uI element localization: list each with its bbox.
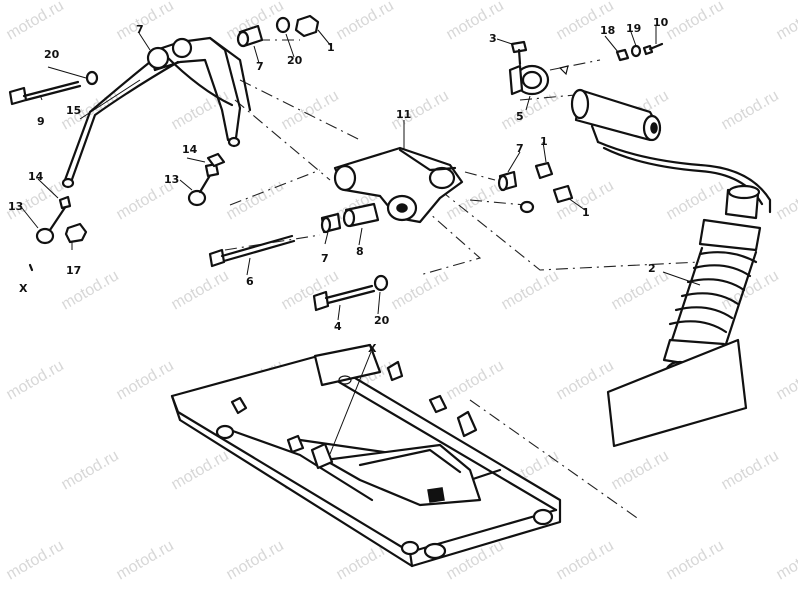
callout-1-top: 1 xyxy=(327,41,335,54)
callout-x-swingarm: X xyxy=(368,342,377,355)
callout-20-bottom: 20 xyxy=(374,314,390,327)
callout-7-top: 7 xyxy=(256,60,264,73)
callout-20-top: 20 xyxy=(287,54,303,67)
watermark-text: motod.ru xyxy=(389,267,452,313)
callout-7-left: 7 xyxy=(136,23,144,36)
watermark-text: motod.ru xyxy=(4,0,67,43)
callout-9: 9 xyxy=(37,115,45,128)
watermark-text: motod.ru xyxy=(554,357,617,403)
watermark-text: motod.ru xyxy=(169,267,232,313)
watermark-text: motod.ru xyxy=(114,537,177,583)
callout-17: 17 xyxy=(66,264,81,277)
callout-15: 15 xyxy=(66,104,81,117)
watermark-text: motod.ru xyxy=(609,447,672,493)
top-bushings xyxy=(236,14,320,48)
callout-8: 8 xyxy=(356,245,364,258)
callout-20-left: 20 xyxy=(44,48,60,61)
callout-14-left: 14 xyxy=(28,170,44,183)
top-right-hardware xyxy=(508,40,664,96)
watermark-text: motod.ru xyxy=(114,0,177,43)
callout-1-lower-right: 1 xyxy=(582,206,590,219)
callout-4: 4 xyxy=(334,320,342,333)
watermark-text: motod.ru xyxy=(719,447,782,493)
callout-6: 6 xyxy=(246,275,254,288)
callout-1-upper-right: 1 xyxy=(540,135,548,148)
callout-19: 19 xyxy=(626,22,641,35)
watermark-text: motod.ru xyxy=(774,357,798,403)
watermark-text: motod.ru xyxy=(114,357,177,403)
callout-11: 11 xyxy=(396,108,411,121)
relay-arm xyxy=(333,146,464,224)
watermark-text: motod.ru xyxy=(224,537,287,583)
middle-hardware xyxy=(208,161,574,312)
watermark-text: motod.ru xyxy=(224,177,287,223)
watermark-text: motod.ru xyxy=(499,267,562,313)
shock-reservoir xyxy=(570,88,772,214)
watermark-text: motod.ru xyxy=(774,177,798,223)
watermark-text: motod.ru xyxy=(664,0,727,43)
rod-bracket xyxy=(61,36,252,189)
callout-7-middle: 7 xyxy=(321,252,329,265)
swingarm xyxy=(170,343,562,568)
callout-14-center: 14 xyxy=(182,143,198,156)
callout-18: 18 xyxy=(600,24,615,37)
watermark-text: motod.ru xyxy=(774,0,798,43)
callout-2: 2 xyxy=(648,262,656,275)
callout-5: 5 xyxy=(516,110,524,123)
watermark-text: motod.ru xyxy=(334,0,397,43)
callout-13-left: 13 xyxy=(8,200,23,213)
watermark-text: motod.ru xyxy=(169,447,232,493)
callout-3: 3 xyxy=(489,32,497,45)
callout-7-right: 7 xyxy=(516,142,524,155)
watermark-text: motod.ru xyxy=(664,537,727,583)
callout-13-center: 13 xyxy=(164,173,179,186)
watermark-text: motod.ru xyxy=(59,447,122,493)
watermark-text: motod.ru xyxy=(554,537,617,583)
watermark-text: motod.ru xyxy=(444,0,507,43)
watermark-text: motod.ru xyxy=(4,537,67,583)
callout-x-left: X xyxy=(19,282,28,295)
warning-label-card xyxy=(606,338,748,448)
callout-10: 10 xyxy=(653,16,669,29)
watermark-text: motod.ru xyxy=(4,357,67,403)
watermark-text: motod.ru xyxy=(719,87,782,133)
watermark-text: motod.ru xyxy=(609,267,672,313)
watermark-text: motod.ru xyxy=(774,537,798,583)
watermark-text: motod.ru xyxy=(664,177,727,223)
watermark-text: motod.ru xyxy=(444,357,507,403)
watermark-text: motod.ru xyxy=(719,267,782,313)
left-hardware xyxy=(8,70,226,272)
leader-lines xyxy=(21,25,701,455)
callout-labels: 1 1 1 2 3 4 5 6 7 7 7 7 8 9 10 11 13 13 … xyxy=(8,16,669,355)
watermark-text: motod.ru xyxy=(279,267,342,313)
